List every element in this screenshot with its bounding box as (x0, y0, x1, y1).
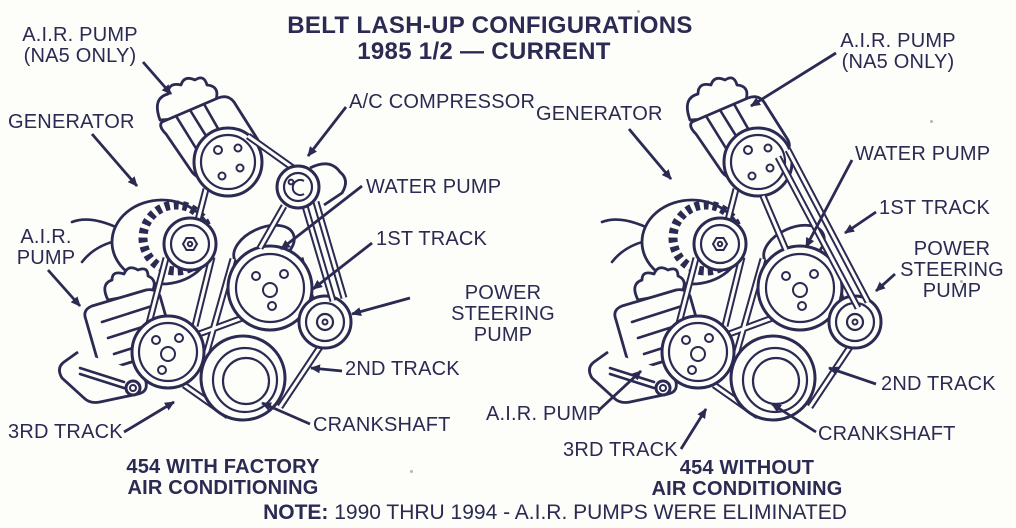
label-air-pump-left: A.I.R. PUMP (12, 226, 80, 270)
ac-compressor-body (309, 162, 347, 207)
label-crankshaft-left: CRANKSHAFT (313, 414, 451, 436)
label-text: PUMP (473, 324, 533, 347)
label-first-track-right: 1ST TRACK (879, 197, 991, 219)
label-crankshaft-right: CRANKSHAFT (818, 423, 956, 445)
label-ac-compressor: A/C COMPRESSOR (349, 91, 536, 113)
label-text: (NA5 ONLY) (23, 45, 137, 68)
label-second-track-right: 2ND TRACK (881, 373, 996, 395)
arrow-ac-compressor (306, 106, 348, 157)
arrow-third-track-right (679, 408, 708, 450)
caption-right-diagram: 454 WITHOUT AIR CONDITIONING (638, 457, 856, 501)
scan-speckle (410, 470, 413, 473)
label-power-steering-right: POWER STEERING PUMP (899, 238, 1005, 303)
scan-speckle (637, 10, 640, 13)
arrow-air-pump-na5-left (141, 61, 173, 95)
label-air-pump-right: A.I.R. PUMP (486, 403, 602, 425)
label-text: PUMP (922, 280, 982, 303)
arrow-water-pump-right (804, 159, 854, 248)
label-air-pump-na5-right: A.I.R. PUMP (NA5 ONLY) (833, 30, 963, 74)
label-air-pump-na5-left: A.I.R. PUMP (NA5 ONLY) (16, 24, 144, 68)
arrow-water-pump-left (280, 184, 363, 251)
label-text: POWER STEERING (451, 282, 555, 326)
arrow-generator-left (90, 133, 139, 187)
label-text: POWER (913, 238, 991, 260)
scan-speckle (930, 120, 933, 123)
arrow-first-track-left (312, 241, 373, 291)
label-water-pump-left: WATER PUMP (366, 176, 502, 198)
right-engine-belt-extras (759, 148, 872, 310)
scan-speckle (520, 330, 523, 333)
arrow-air-pump-right (597, 369, 642, 413)
caption-text: 454 WITHOUT (679, 457, 815, 479)
arrow-power-steering-right (875, 272, 896, 293)
arrow-first-track-right (844, 210, 877, 235)
arrow-crankshaft-left (261, 401, 311, 426)
label-text: (NA5 ONLY) (841, 51, 955, 74)
arrow-air-pump-left (46, 269, 82, 307)
label-generator-left: GENERATOR (8, 111, 135, 133)
caption-text: 454 WITH FACTORY (126, 456, 320, 478)
label-text: A.I.R. (20, 226, 72, 248)
label-second-track-left: 2ND TRACK (345, 358, 460, 380)
caption-text: AIR CONDITIONING (127, 477, 319, 500)
label-third-track-right: 3RD TRACK (563, 439, 678, 461)
footnote: NOTE: 1990 THRU 1994 - A.I.R. PUMPS WERE… (140, 501, 970, 525)
page-title-line2: 1985 1/2 — CURRENT (357, 38, 611, 65)
label-water-pump-right: WATER PUMP (855, 143, 991, 165)
left-engine-ac-extras (245, 133, 348, 302)
label-third-track-left: 3RD TRACK (8, 421, 123, 443)
ac-compressor-pulley (275, 164, 321, 210)
footnote-prefix: NOTE: (263, 501, 329, 524)
label-text: A.I.R. PUMP (840, 30, 956, 52)
label-power-steering-left: POWER STEERING PUMP (413, 282, 593, 347)
arrow-generator-right (627, 128, 673, 180)
label-text: A.I.R. PUMP (22, 24, 138, 46)
label-text: PUMP (16, 247, 76, 270)
caption-left-diagram: 454 WITH FACTORY AIR CONDITIONING (103, 456, 343, 500)
label-first-track-left: 1ST TRACK (376, 228, 488, 250)
arrow-crankshaft-right (771, 402, 817, 434)
arrow-second-track-right (828, 366, 877, 386)
footnote-body: 1990 THRU 1994 - A.I.R. PUMPS WERE ELIMI… (328, 501, 847, 524)
arrow-third-track-left (123, 400, 175, 434)
label-generator-right: GENERATOR (536, 103, 663, 125)
leader-arrows (46, 51, 896, 450)
arrow-power-steering-left (351, 296, 411, 316)
page-title-line1: BELT LASH-UP CONFIGURATIONS (287, 12, 693, 39)
arrow-second-track-left (310, 364, 343, 374)
scan-speckle (960, 280, 963, 283)
label-text: STEERING (900, 259, 1004, 282)
arrow-air-pump-na5-right (750, 51, 837, 108)
caption-text: AIR CONDITIONING (651, 478, 843, 501)
